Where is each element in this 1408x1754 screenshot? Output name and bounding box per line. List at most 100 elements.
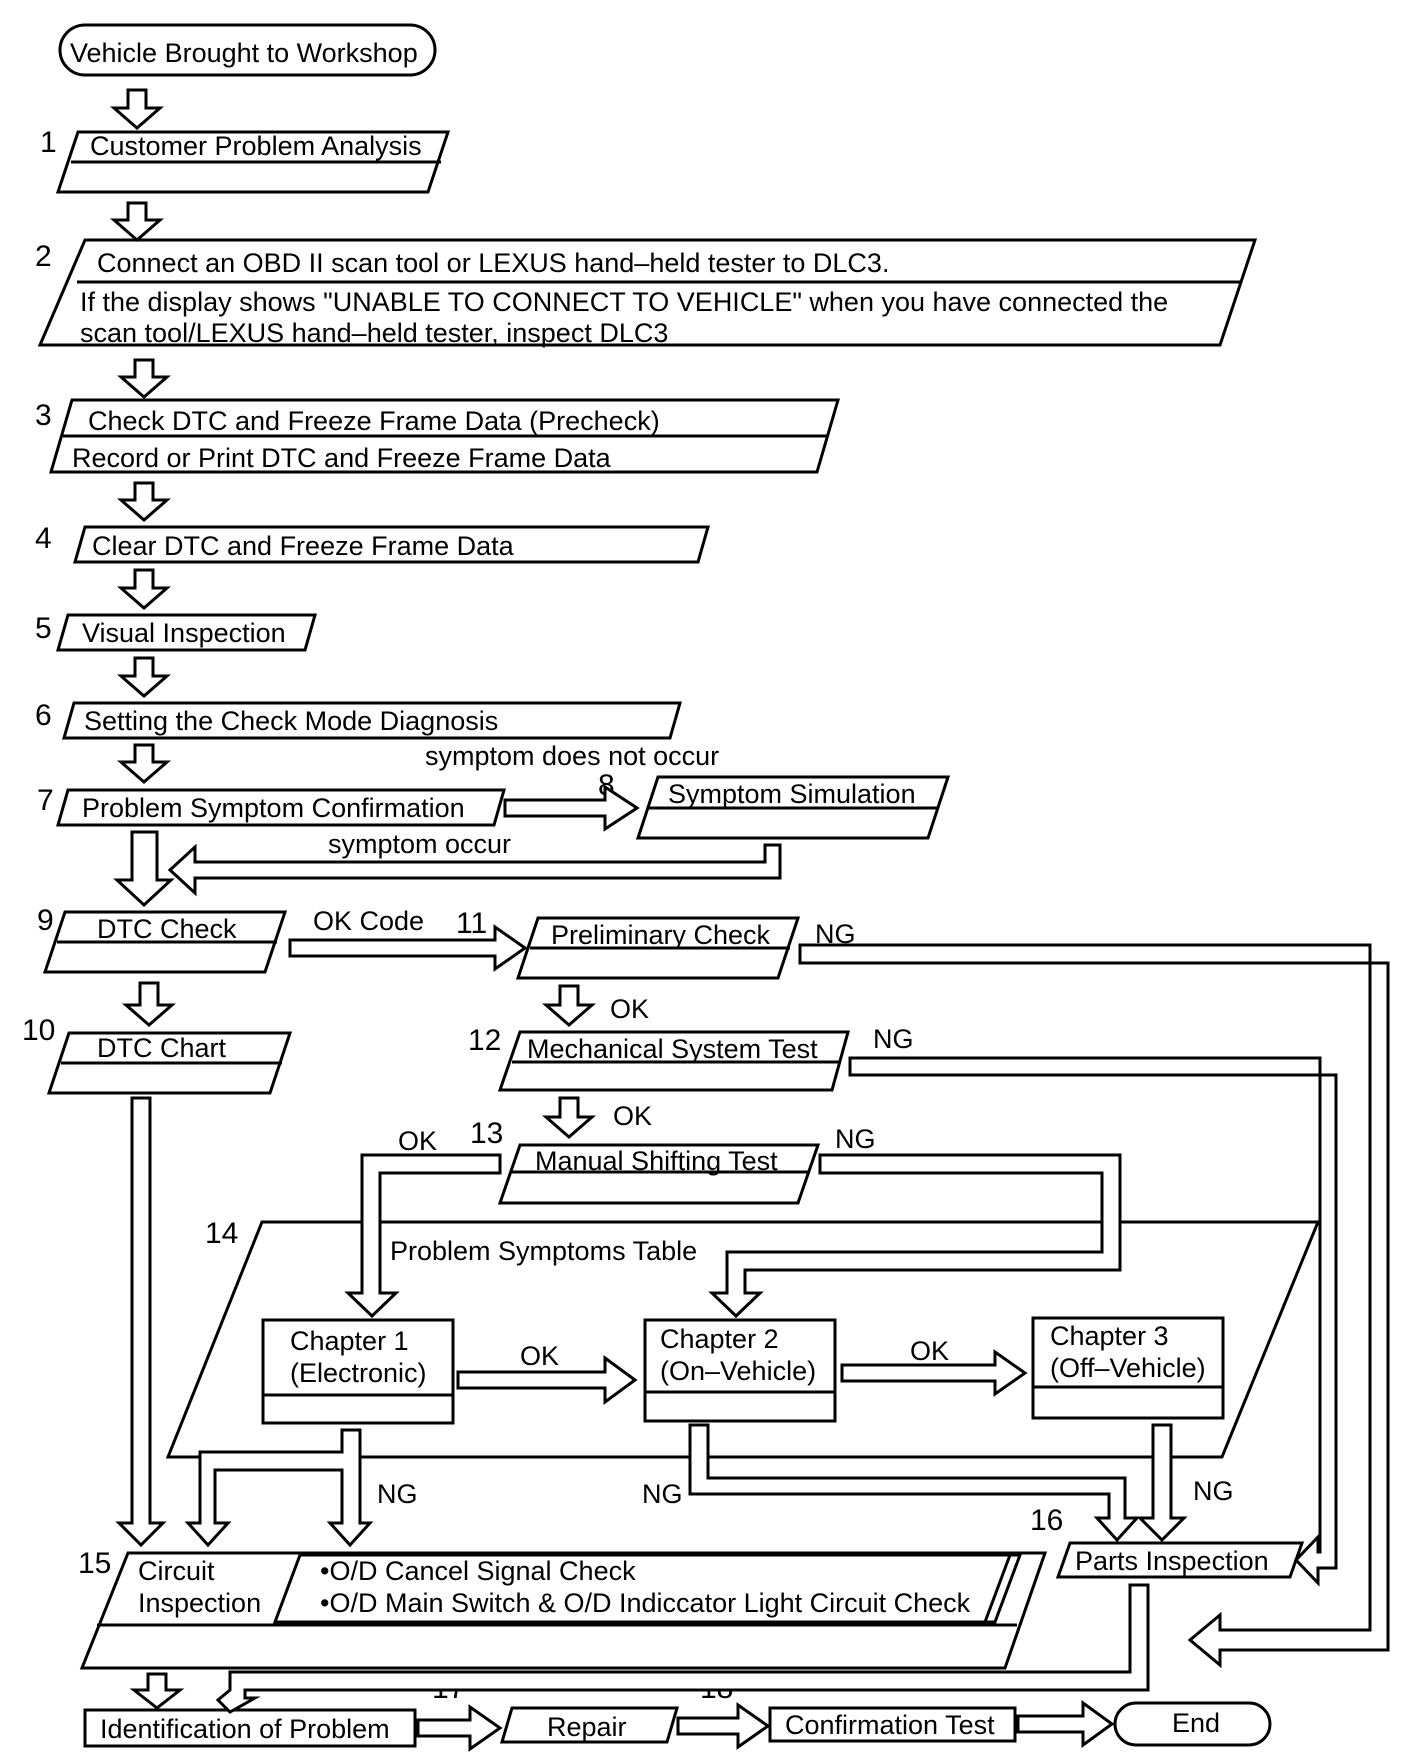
arrow-3-to-4 xyxy=(116,481,172,522)
chapter-3-box xyxy=(1031,1316,1225,1420)
chapter-3-line-2: (Off–Vehicle) xyxy=(1050,1353,1206,1383)
step-9-label: DTC Check xyxy=(97,914,237,944)
arrow-6-to-7 xyxy=(116,743,172,784)
step-number-11: 11 xyxy=(456,907,487,940)
step-13-box xyxy=(497,1143,821,1205)
step-6-label: Setting the Check Mode Diagnosis xyxy=(84,706,498,736)
label-ng-chapter-2: NG xyxy=(642,1479,683,1509)
end-terminal-label: End xyxy=(1172,1708,1220,1738)
step-7-label: Problem Symptom Confirmation xyxy=(82,793,465,823)
step-15-item-1: •O/D Cancel Signal Check xyxy=(320,1556,636,1586)
start-terminal xyxy=(58,23,437,77)
step-3-line-1: Check DTC and Freeze Frame Data (Prechec… xyxy=(88,406,660,436)
step-number-9: 9 xyxy=(37,904,54,937)
step-1-label: Customer Problem Analysis xyxy=(90,131,422,161)
arrow-7-to-9 xyxy=(113,830,175,908)
repair-box xyxy=(499,1706,680,1744)
step-2-line-2: If the display shows "UNABLE TO CONNECT … xyxy=(80,287,1168,317)
arrow-8-return xyxy=(167,843,782,897)
chapter-1-line-2: (Electronic) xyxy=(290,1358,427,1388)
arrow-11-ng-to-16 xyxy=(798,943,1390,1669)
arrow-1-to-2 xyxy=(109,201,165,242)
chapter-2-box xyxy=(643,1318,837,1423)
step-10-label: DTC Chart xyxy=(97,1033,227,1063)
confirmation-box xyxy=(768,1706,1017,1743)
arrow-16-to-identification xyxy=(215,1583,1150,1714)
label-ng-manual-shifting: NG xyxy=(835,1124,876,1154)
step-2-line-1: Connect an OBD II scan tool or LEXUS han… xyxy=(97,248,889,278)
arrow-chapter-3-ng-to-16 xyxy=(1136,1423,1188,1543)
label-symptom-does-not-occur: symptom does not occur xyxy=(425,741,719,771)
label-ok-mechanical: OK xyxy=(613,1101,652,1131)
step-4-box xyxy=(73,525,710,564)
arrow-9-to-11 xyxy=(288,924,528,972)
step-13-label: Manual Shifting Test xyxy=(535,1146,778,1176)
step-2-line-3: scan tool/LEXUS hand–held tester, inspec… xyxy=(80,318,668,348)
arrow-10-to-15 xyxy=(115,1096,167,1548)
arrow-start-to-1 xyxy=(109,88,165,130)
step-2-box xyxy=(37,238,1258,347)
chapter-1-line-1: Chapter 1 xyxy=(290,1326,409,1356)
step-15-items-box-inner xyxy=(272,1553,1013,1624)
label-ok-code: OK Code xyxy=(313,906,424,936)
step-12-label: Mechanical System Test xyxy=(527,1034,818,1064)
label-symptom-occur: symptom occur xyxy=(328,829,511,859)
chapter-3-line-1: Chapter 3 xyxy=(1050,1321,1169,1351)
step-14-label: Problem Symptoms Table xyxy=(390,1236,697,1266)
arrow-13-ok-to-chapter-1 xyxy=(344,1153,502,1319)
label-ok-chapter-2: OK xyxy=(910,1336,949,1366)
step-3-line-2: Record or Print DTC and Freeze Frame Dat… xyxy=(72,443,612,473)
step-11-label: Preliminary Check xyxy=(551,920,771,950)
arrow-identification-to-repair xyxy=(416,1704,503,1752)
step-5-label: Visual Inspection xyxy=(82,618,286,648)
step-number-2: 2 xyxy=(35,240,52,273)
step-number-5: 5 xyxy=(35,612,52,645)
step-16-box xyxy=(1055,1541,1305,1579)
step-16-label: Parts Inspection xyxy=(1075,1546,1269,1576)
confirmation-label: Confirmation Test xyxy=(785,1710,995,1740)
step-15-item-2: •O/D Main Switch & O/D Indiccator Light … xyxy=(320,1588,971,1618)
step-number-1: 1 xyxy=(40,126,57,159)
label-ng-chapter-1: NG xyxy=(377,1479,418,1509)
arrow-4-to-5 xyxy=(116,568,172,610)
end-terminal xyxy=(1113,1701,1272,1747)
step-number-3: 3 xyxy=(35,399,52,432)
step-8-label: Symptom Simulation xyxy=(668,779,916,809)
arrow-repair-to-confirmation xyxy=(676,1702,771,1750)
identification-box xyxy=(83,1708,417,1748)
arrow-7-to-8 xyxy=(503,784,640,832)
identification-label: Identification of Problem xyxy=(100,1714,390,1744)
step-number-10: 10 xyxy=(22,1014,55,1047)
step-15-label-line-2: Inspection xyxy=(138,1588,261,1618)
step-5-box xyxy=(56,613,317,652)
label-ng-chapter-3: NG xyxy=(1193,1476,1234,1506)
step-number-12: 12 xyxy=(468,1024,501,1057)
label-ok-manual-shifting: OK xyxy=(398,1126,437,1156)
step-number-4: 4 xyxy=(35,522,52,555)
arrow-5-to-6 xyxy=(116,656,172,698)
chapter-2-line-2: (On–Vehicle) xyxy=(660,1356,816,1386)
step-4-label: Clear DTC and Freeze Frame Data xyxy=(92,531,515,561)
arrow-12-to-13 xyxy=(541,1096,597,1139)
down-arrows xyxy=(109,88,597,1710)
step-7-box xyxy=(56,788,506,827)
arrow-chapter-1-to-2 xyxy=(456,1355,638,1405)
arrow-chapter-2-to-3 xyxy=(840,1349,1028,1397)
arrow-9-to-10 xyxy=(121,981,177,1027)
arrow-12-ng-to-16 xyxy=(848,1056,1338,1587)
arrow-chapter-1-ng-to-15 xyxy=(184,1428,374,1548)
step-number-7: 7 xyxy=(37,784,54,817)
label-ok-chapter-1: OK xyxy=(520,1341,559,1371)
label-ok-preliminary: OK xyxy=(610,994,649,1024)
step-6-box xyxy=(62,701,682,740)
arrow-11-to-12 xyxy=(541,984,597,1027)
step-number-13: 13 xyxy=(470,1117,503,1150)
start-terminal-label: Vehicle Brought to Workshop xyxy=(70,38,418,68)
label-ng-mechanical: NG xyxy=(873,1024,914,1054)
step-number-6: 6 xyxy=(35,699,52,732)
chapter-2-line-1: Chapter 2 xyxy=(660,1324,779,1354)
arrow-to-identification xyxy=(129,1672,185,1710)
arrow-13-ng-to-chapter-2 xyxy=(708,1153,1122,1319)
chapter-1-box xyxy=(261,1318,455,1425)
